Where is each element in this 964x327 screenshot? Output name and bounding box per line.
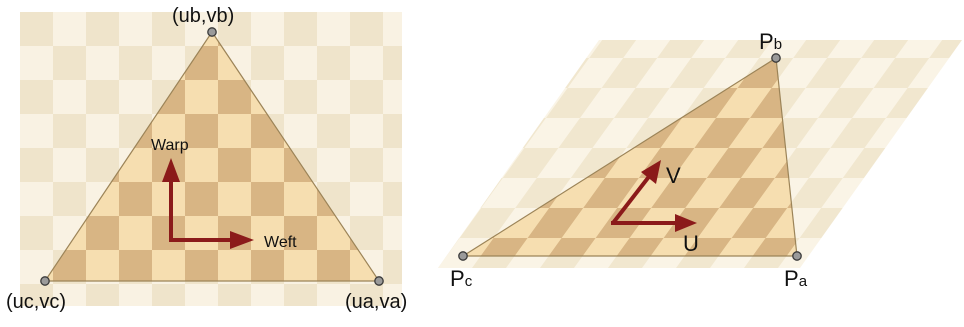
vertex-b-left (207, 27, 217, 37)
vertex-pc-label: Pc (450, 266, 473, 291)
u-label: U (683, 231, 699, 256)
vertex-c-uv-label: (uc,vc) (6, 291, 66, 313)
right-panel: V U Pb Pc Pa (438, 29, 962, 291)
right-projected-triangle (463, 58, 797, 256)
vertex-pb-label: Pb (759, 29, 782, 54)
left-uv-triangle (45, 32, 379, 281)
left-panel: Warp Weft (ub,vb) (uc,vc) (ua,va) (6, 5, 407, 313)
v-label: V (666, 163, 681, 188)
v-arrow (611, 172, 653, 225)
vertex-pc (458, 251, 468, 261)
warp-label: Warp (151, 137, 189, 154)
vertex-c-left (40, 276, 50, 286)
v-arrow-head (641, 160, 661, 184)
vertex-pa (792, 251, 802, 261)
warp-arrow-head (162, 158, 180, 182)
weft-arrow-head (230, 231, 254, 249)
vertex-b-uv-label: (ub,vb) (172, 5, 234, 27)
left-uv-triangle-edge (43, 30, 381, 282)
vertex-a-left (374, 276, 384, 286)
right-projected-triangle-edge (460, 56, 798, 257)
vertex-a-uv-label: (ua,va) (345, 291, 407, 313)
u-arrow-head (675, 214, 697, 232)
vertex-pa-label: Pa (784, 266, 808, 291)
weft-label: Weft (264, 234, 297, 251)
vertex-pb (771, 53, 781, 63)
